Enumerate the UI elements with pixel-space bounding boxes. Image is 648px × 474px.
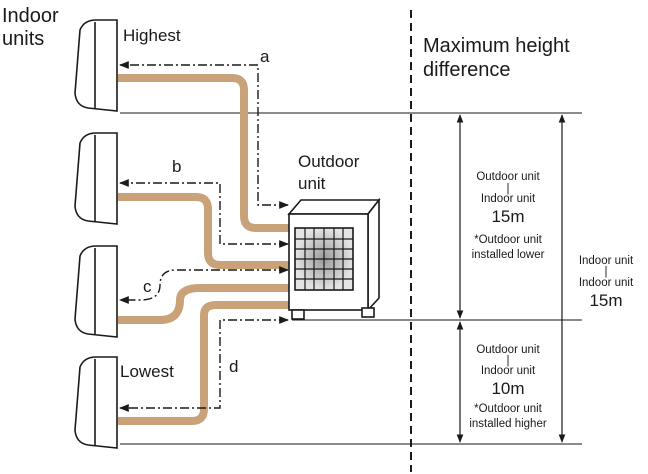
outdoor-unit-label-line2: unit bbox=[298, 174, 326, 193]
lower-case-line2: Indoor unit bbox=[481, 193, 536, 205]
lower-case-value: 15m bbox=[491, 207, 524, 226]
pipe-label-c: c bbox=[143, 277, 152, 296]
higher-case-line2: Indoor unit bbox=[481, 365, 536, 377]
length-arrow-d bbox=[119, 316, 289, 412]
lower-case-note1: *Outdoor unit bbox=[474, 234, 543, 246]
lower-case-note2: installed lower bbox=[472, 249, 545, 261]
outdoor-unit-top bbox=[287, 199, 381, 215]
max-height-label-line1: Maximum height bbox=[423, 35, 570, 57]
lower-case-sep: | bbox=[507, 183, 510, 195]
total-case-annotation: Indoor unit | Indoor unit 15m bbox=[579, 255, 634, 310]
higher-case-sep: | bbox=[507, 355, 510, 367]
higher-case-note2: installed higher bbox=[469, 418, 547, 430]
higher-case-line1: Outdoor unit bbox=[476, 344, 540, 356]
length-arrow-a bbox=[119, 61, 289, 209]
length-arrow-b bbox=[119, 179, 289, 248]
indoor-units-label-line2: units bbox=[2, 28, 44, 50]
pipe-label-a: a bbox=[260, 47, 270, 66]
pipe-label-d: d bbox=[229, 357, 238, 376]
lowest-label: Lowest bbox=[120, 362, 174, 381]
indoor-unit-second bbox=[74, 132, 118, 225]
outdoor-unit-grille-bars bbox=[295, 228, 353, 290]
higher-case-value: 10m bbox=[491, 379, 524, 398]
outdoor-unit-foot-right bbox=[361, 307, 375, 318]
indoor-unit-third bbox=[74, 245, 118, 338]
indoor-unit-highest bbox=[74, 19, 118, 112]
outdoor-unit bbox=[287, 197, 381, 320]
total-case-line1: Indoor unit bbox=[579, 255, 634, 267]
outdoor-unit-label-line1: Outdoor bbox=[298, 152, 360, 171]
indoor-units-label-line1: Indoor bbox=[2, 5, 59, 27]
indoor-unit-lowest bbox=[74, 356, 118, 449]
total-case-value: 15m bbox=[589, 291, 622, 310]
dimension-arrows bbox=[456, 114, 566, 443]
outdoor-unit-foot-left bbox=[291, 309, 305, 320]
lower-case-annotation: Outdoor unit | Indoor unit 15m *Outdoor … bbox=[472, 171, 545, 261]
outdoor-unit-side bbox=[367, 197, 380, 313]
higher-case-annotation: Outdoor unit | Indoor unit 10m *Outdoor … bbox=[469, 344, 547, 430]
max-height-label-line2: difference bbox=[423, 59, 510, 81]
lower-case-line1: Outdoor unit bbox=[476, 171, 540, 183]
highest-label: Highest bbox=[123, 26, 181, 45]
total-case-sep: | bbox=[605, 266, 608, 278]
length-arrow-c bbox=[119, 266, 289, 304]
higher-case-note1: *Outdoor unit bbox=[474, 403, 543, 415]
total-case-line2: Indoor unit bbox=[579, 277, 634, 289]
pipe-label-b: b bbox=[172, 157, 181, 176]
pipe-length-indicators bbox=[119, 61, 289, 412]
